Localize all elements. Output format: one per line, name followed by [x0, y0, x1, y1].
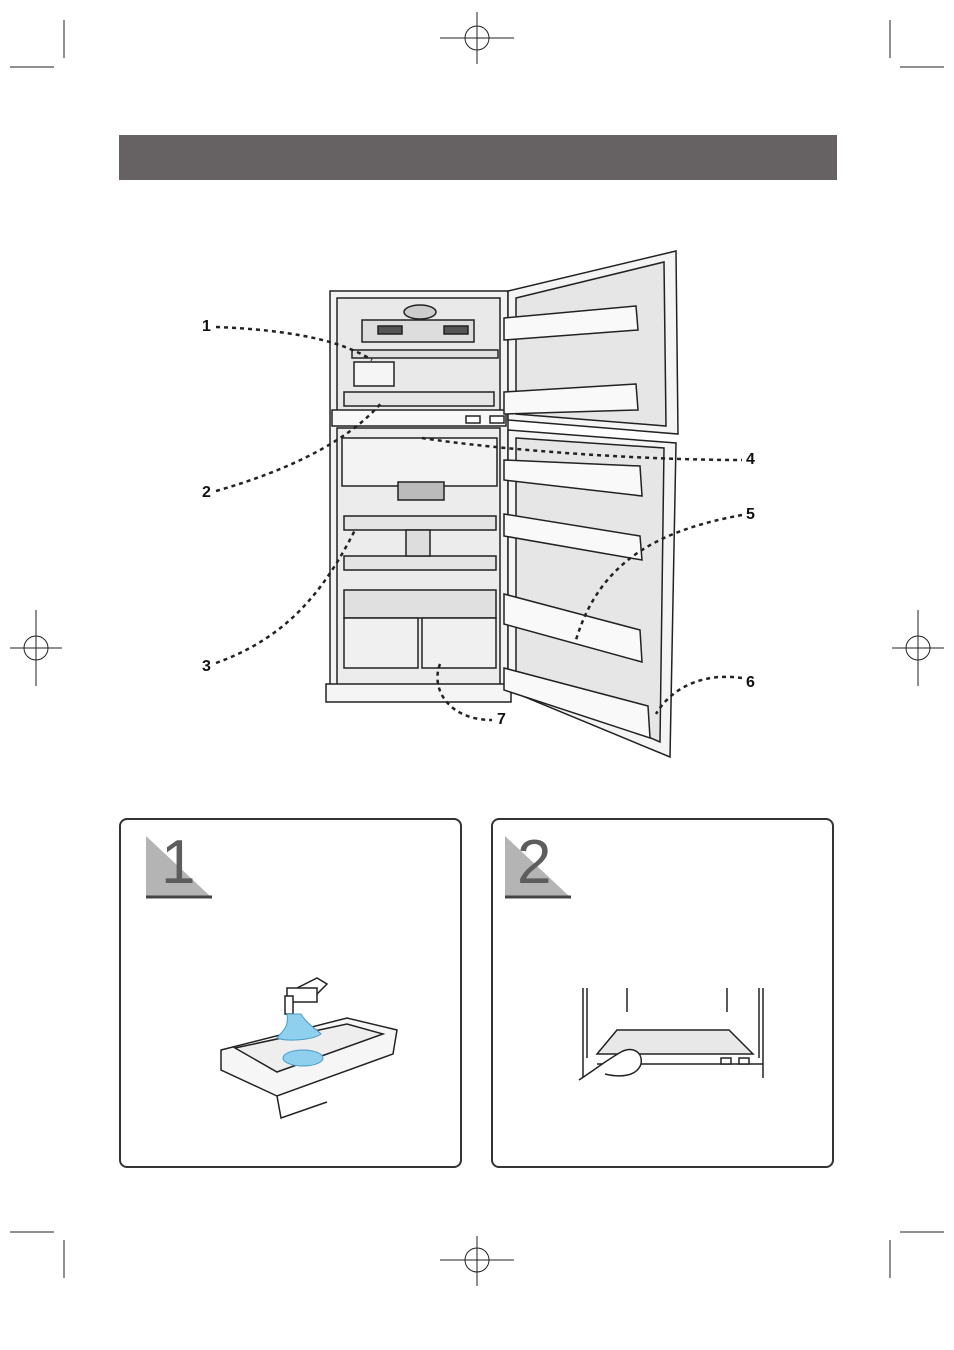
step-2-number: 2 — [517, 832, 551, 894]
callout-6: 6 — [746, 674, 755, 692]
ice-tray-faucet-illustration — [217, 968, 417, 1118]
callout-1: 1 — [202, 318, 211, 336]
step-1-number: 1 — [161, 832, 195, 894]
callout-3: 3 — [202, 658, 211, 676]
freezer-cleaning-illustration — [577, 988, 777, 1088]
step-1-panel: 1 — [119, 818, 462, 1168]
step-2-panel: 2 — [491, 818, 834, 1168]
callout-7: 7 — [497, 711, 506, 729]
callout-2: 2 — [202, 484, 211, 502]
refrigerator-diagram — [0, 0, 954, 800]
callout-5: 5 — [746, 506, 755, 524]
callout-4: 4 — [746, 451, 755, 469]
